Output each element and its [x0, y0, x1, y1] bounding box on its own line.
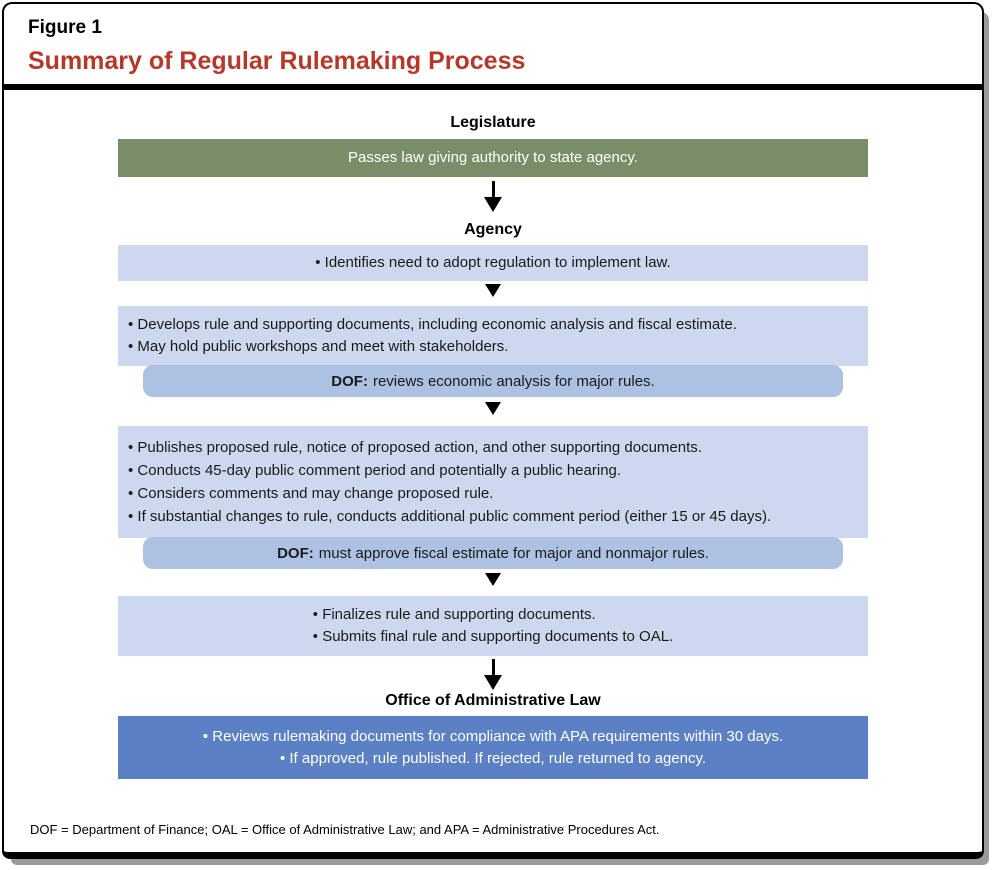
stage-heading-oal: Office of Administrative Law [385, 692, 601, 709]
dof-label: DOF: [331, 372, 368, 390]
dof-label: DOF: [277, 544, 314, 562]
agency-step2-box: Develops rule and supporting documents, … [118, 306, 868, 366]
bullet-item: Submits final rule and supporting docume… [313, 626, 673, 648]
down-arrowhead-icon [485, 284, 501, 297]
figure-header: Figure 1 Summary of Regular Rulemaking P… [4, 4, 982, 75]
legislature-box-text: Passes law giving authority to state age… [348, 149, 638, 166]
stage-heading-legislature: Legislature [450, 114, 536, 131]
flowchart: Legislature Passes law giving authority … [118, 114, 868, 779]
dof-review-box: DOF: reviews economic analysis for major… [143, 365, 843, 397]
down-arrow-icon [118, 181, 868, 212]
bullet-item: Finalizes rule and supporting documents. [313, 604, 673, 626]
down-arrow-icon [118, 659, 868, 690]
bullet-item: Develops rule and supporting documents, … [128, 314, 868, 336]
down-arrowhead-icon [485, 573, 501, 586]
agency-step1-box: Identifies need to adopt regulation to i… [118, 245, 868, 281]
bullet-item: Considers comments and may change propos… [128, 482, 868, 505]
dof-text: must approve fiscal estimate for major a… [318, 544, 709, 562]
dof-text: reviews economic analysis for major rule… [372, 372, 655, 390]
bullet-item: If substantial changes to rule, conducts… [128, 505, 868, 528]
agency-step3-box: Publishes proposed rule, notice of propo… [118, 426, 868, 538]
arrow-head [484, 197, 502, 212]
arrow-stem [491, 181, 495, 197]
agency-step4-box: Finalizes rule and supporting documents.… [118, 596, 868, 656]
bullet-item: May hold public workshops and meet with … [128, 336, 868, 358]
down-arrowhead-icon [485, 402, 501, 415]
stage-heading-agency: Agency [464, 221, 522, 238]
figure-label: Figure 1 [28, 17, 102, 38]
dof-approve-box: DOF: must approve fiscal estimate for ma… [143, 537, 843, 569]
header-divider [4, 84, 982, 90]
oal-box: Reviews rulemaking documents for complia… [118, 716, 868, 779]
legislature-box: Passes law giving authority to state age… [118, 139, 868, 177]
bullet-item: Reviews rulemaking documents for complia… [118, 726, 868, 748]
footnote: DOF = Department of Finance; OAL = Offic… [30, 822, 660, 837]
figure-frame: Figure 1 Summary of Regular Rulemaking P… [2, 2, 984, 859]
bullet-item: Identifies need to adopt regulation to i… [118, 252, 868, 274]
figure-title: Summary of Regular Rulemaking Process [28, 47, 526, 75]
bullet-item: Publishes proposed rule, notice of propo… [128, 436, 868, 459]
bullet-item: Conducts 45-day public comment period an… [128, 459, 868, 482]
arrow-stem [491, 659, 495, 675]
arrow-head [484, 675, 502, 690]
agency-step4-list: Finalizes rule and supporting documents.… [313, 604, 673, 648]
bullet-item: If approved, rule published. If rejected… [118, 748, 868, 770]
